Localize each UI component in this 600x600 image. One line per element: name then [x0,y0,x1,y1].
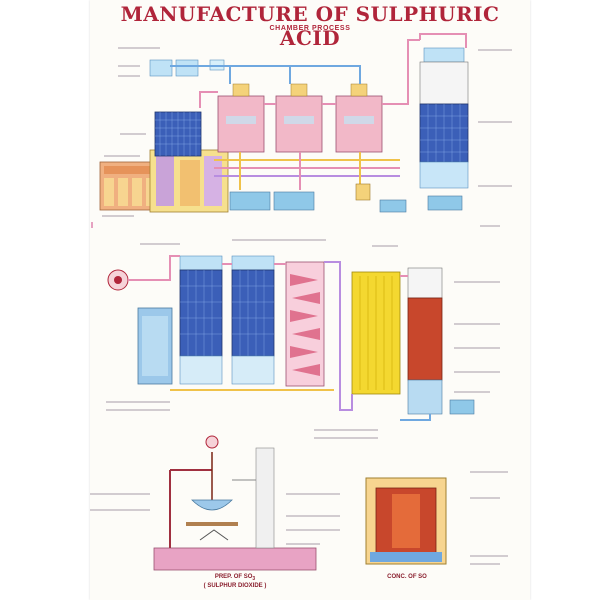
drying-tower [285,261,325,387]
so2-caption-line1: PREP. OF SO3 [214,574,256,583]
acid-tanks [229,183,407,213]
nitre-tanks [149,59,225,77]
chamber-process-section [99,33,469,213]
acid-concentration-caption: CONC. OF SO [387,574,427,580]
gay-lussac-tower [419,33,469,211]
contact-process-section [107,255,475,421]
glover-tower [154,111,202,157]
dust-chamber [137,307,173,385]
washing-towers [179,255,275,385]
poster-title: MANUFACTURE OF SULPHURIC ACID [120,2,500,50]
poster-subtitle: CHAMBER PROCESS [269,25,351,32]
contact-pipes [128,255,431,421]
illegible-label-marks [90,47,512,565]
contact-chamber [351,271,401,395]
so2-preparation-apparatus [153,435,317,571]
pyrite-burner-icon [107,269,129,291]
chamber-pipes [170,39,420,190]
absorption-tower [407,267,475,415]
acid-concentration-furnace [365,477,447,565]
lead-chambers [217,83,383,153]
so2-caption-line2: ( SULPHUR DIOXIDE ) [203,583,267,589]
